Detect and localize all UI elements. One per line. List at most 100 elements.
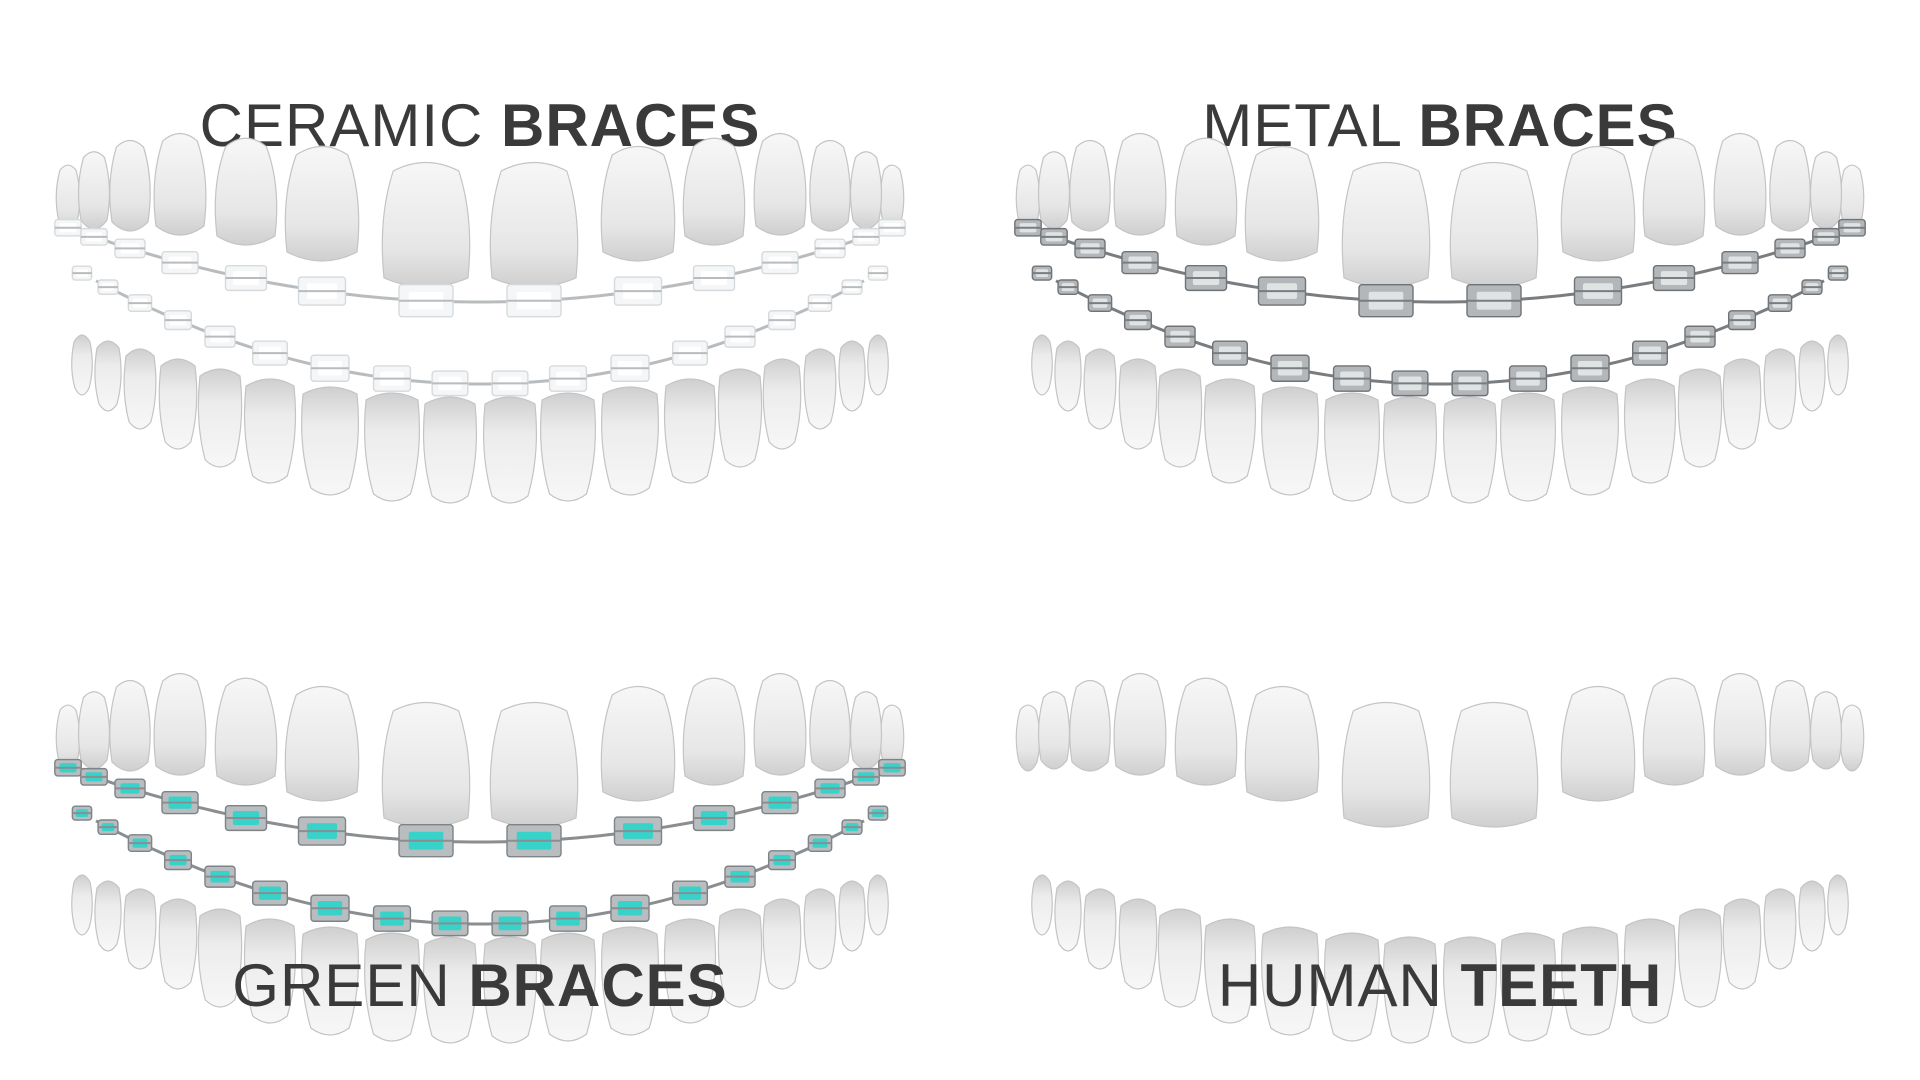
upper-tooth (1449, 162, 1539, 288)
lower-bracket (251, 880, 288, 906)
lower-tooth (539, 932, 597, 1042)
lower-tooth (762, 898, 802, 990)
teeth-illustration (54, 672, 906, 1044)
lower-bracket (1570, 354, 1610, 382)
upper-bracket (878, 758, 906, 777)
lower-bracket (1827, 265, 1849, 281)
upper-bracket (852, 767, 880, 786)
lower-bracket (163, 850, 193, 871)
panel-ceramic-braces: CERAMIC BRACES (0, 0, 960, 540)
panel-title-bold: BRACES (468, 952, 728, 1019)
lower-tooth (1382, 396, 1438, 504)
lower-bracket (1508, 365, 1548, 392)
lower-bracket (1391, 370, 1429, 397)
lower-bracket (97, 279, 119, 295)
lower-bracket (204, 325, 236, 348)
lower-tooth (867, 874, 889, 936)
upper-tooth (214, 137, 278, 246)
lower-tooth (601, 926, 659, 1036)
lower-bracket (431, 910, 469, 937)
lower-bracket (310, 894, 350, 922)
lower-bracket (71, 805, 93, 821)
lower-bracket (767, 850, 797, 871)
upper-bracket (1184, 265, 1228, 292)
lower-tooth (482, 936, 538, 1044)
lower-bracket (1057, 279, 1079, 295)
lower-bracket (1270, 354, 1310, 382)
teeth-illustration (54, 132, 906, 504)
lower-bracket (867, 805, 889, 821)
teeth-group (1015, 672, 1865, 1044)
panel-title-bold: TEETH (1460, 952, 1663, 1019)
lower-tooth (1157, 908, 1203, 1008)
upper-tooth (1769, 679, 1811, 772)
upper-tooth (1174, 677, 1238, 786)
upper-bracket (398, 284, 454, 318)
lower-bracket (491, 910, 529, 937)
lower-tooth (422, 936, 478, 1044)
upper-bracket (506, 284, 562, 318)
upper-tooth (1037, 691, 1071, 770)
lower-bracket (672, 340, 709, 366)
lower-bracket (610, 354, 650, 382)
lower-tooth (539, 392, 597, 502)
upper-tooth (1244, 685, 1320, 802)
upper-bracket (761, 791, 799, 815)
lower-tooth (94, 880, 122, 952)
upper-bracket (398, 824, 454, 858)
lower-tooth (71, 874, 93, 936)
lower-bracket (1031, 265, 1053, 281)
lower-tooth (71, 334, 93, 396)
upper-tooth (381, 702, 471, 828)
upper-tooth (600, 685, 676, 802)
lower-bracket (1123, 310, 1153, 331)
upper-tooth (1713, 672, 1767, 776)
upper-bracket (1838, 218, 1866, 237)
lower-bracket (1767, 294, 1793, 313)
upper-tooth (1560, 145, 1636, 262)
lower-tooth (1203, 918, 1257, 1024)
lower-bracket (71, 265, 93, 281)
upper-bracket (1074, 238, 1106, 259)
lower-tooth (867, 334, 889, 396)
lower-tooth (1323, 932, 1381, 1042)
upper-bracket (692, 805, 736, 832)
upper-tooth (1037, 151, 1071, 230)
upper-bracket (54, 758, 82, 777)
lower-bracket (97, 819, 119, 835)
upper-tooth (1244, 145, 1320, 262)
lower-tooth (1054, 880, 1082, 952)
upper-bracket (54, 218, 82, 237)
upper-tooth (109, 679, 151, 772)
teeth-group (54, 132, 906, 504)
upper-tooth (489, 702, 579, 828)
lower-tooth (1261, 926, 1319, 1036)
teeth-illustration (1014, 132, 1866, 504)
upper-tooth (1341, 702, 1431, 828)
upper-tooth (77, 151, 111, 230)
upper-bracket (224, 265, 268, 292)
upper-tooth (1015, 704, 1041, 772)
lower-bracket (867, 265, 889, 281)
panel-title-light: GREEN (232, 952, 451, 1019)
upper-tooth (1174, 137, 1238, 246)
lower-tooth (762, 358, 802, 450)
upper-bracket (114, 778, 146, 799)
lower-tooth (663, 378, 717, 484)
panel-title-bold: BRACES (1418, 92, 1678, 159)
lower-tooth (1623, 378, 1677, 484)
lower-tooth (363, 392, 421, 502)
lower-tooth (1623, 918, 1677, 1024)
upper-tooth (849, 151, 883, 230)
upper-tooth (1713, 132, 1767, 236)
lower-tooth (1203, 378, 1257, 484)
lower-tooth (1827, 874, 1849, 936)
upper-tooth (682, 677, 746, 786)
upper-bracket (613, 816, 663, 846)
panel-title-light: METAL (1202, 92, 1401, 159)
panel-title: HUMAN TEETH (960, 956, 1920, 1016)
upper-tooth (1560, 685, 1636, 802)
lower-bracket (1727, 310, 1757, 331)
panel-human-teeth: HUMAN TEETH (960, 540, 1920, 1080)
upper-bracket (1774, 238, 1806, 259)
